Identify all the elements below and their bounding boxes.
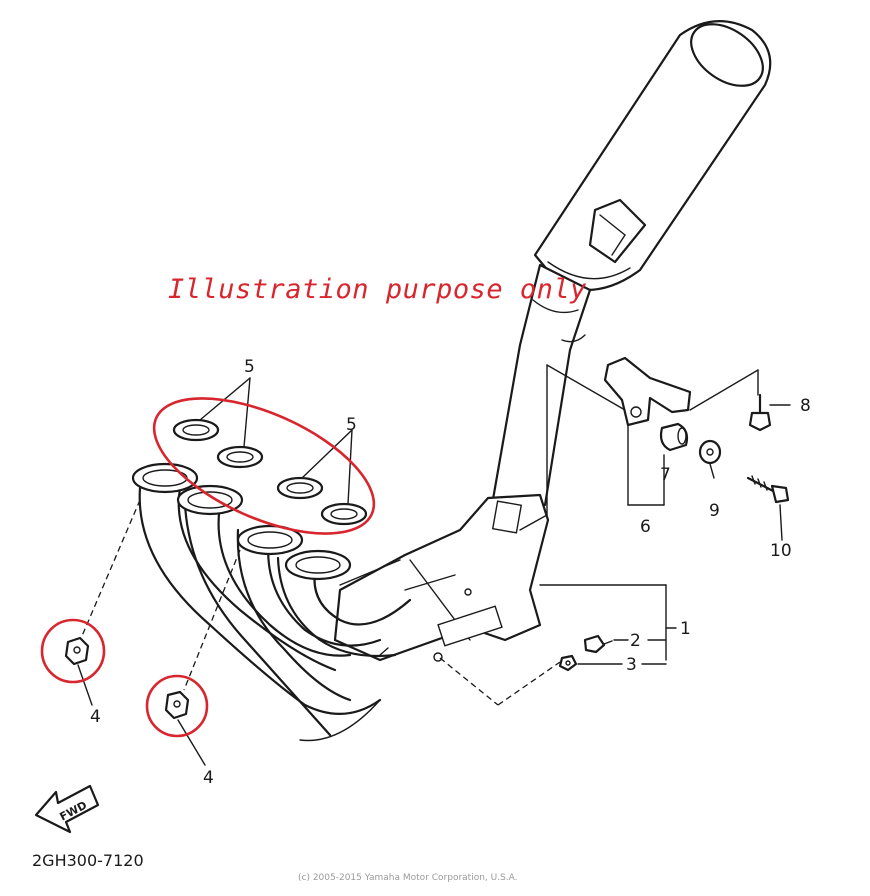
bolt-10[interactable] bbox=[746, 475, 790, 504]
bolt-8[interactable] bbox=[748, 393, 772, 432]
callout-10: 10 bbox=[770, 541, 792, 561]
callout-4a: 4 bbox=[90, 707, 101, 727]
fwd-arrow-icon: FWD bbox=[34, 784, 100, 834]
washer[interactable] bbox=[698, 439, 722, 465]
red-highlights bbox=[40, 397, 376, 738]
muffler[interactable] bbox=[533, 12, 774, 292]
callout-5a: 5 bbox=[244, 357, 255, 377]
callout-6: 6 bbox=[640, 517, 651, 537]
watermark-text: Illustration purpose only bbox=[168, 274, 587, 305]
callout-8: 8 bbox=[800, 396, 811, 416]
header-flanges bbox=[131, 462, 352, 581]
nut-3[interactable] bbox=[558, 654, 578, 672]
callout-2: 2 bbox=[630, 631, 641, 651]
muffler-bracket[interactable] bbox=[603, 356, 692, 427]
diagram-code: 2GH300-7120 bbox=[32, 851, 144, 870]
gaskets[interactable] bbox=[172, 418, 368, 526]
damper[interactable] bbox=[659, 422, 689, 452]
collector[interactable] bbox=[333, 493, 550, 662]
flange-nut-b[interactable] bbox=[164, 690, 190, 720]
callout-1: 1 bbox=[680, 619, 691, 639]
copyright-text: (c) 2005-2015 Yamaha Motor Corporation, … bbox=[298, 873, 518, 883]
callout-4b: 4 bbox=[203, 768, 214, 788]
gasket-leaders bbox=[199, 377, 353, 505]
callout-7: 7 bbox=[660, 465, 671, 485]
bolt-2[interactable] bbox=[583, 634, 613, 654]
leader-lines bbox=[77, 364, 791, 766]
callout-5b: 5 bbox=[346, 415, 357, 435]
flange-nut-a[interactable] bbox=[64, 636, 90, 666]
connector-pipe[interactable] bbox=[490, 263, 592, 507]
exhaust-header-pipes[interactable] bbox=[138, 486, 412, 742]
callout-3: 3 bbox=[626, 655, 637, 675]
callout-9: 9 bbox=[709, 501, 720, 521]
